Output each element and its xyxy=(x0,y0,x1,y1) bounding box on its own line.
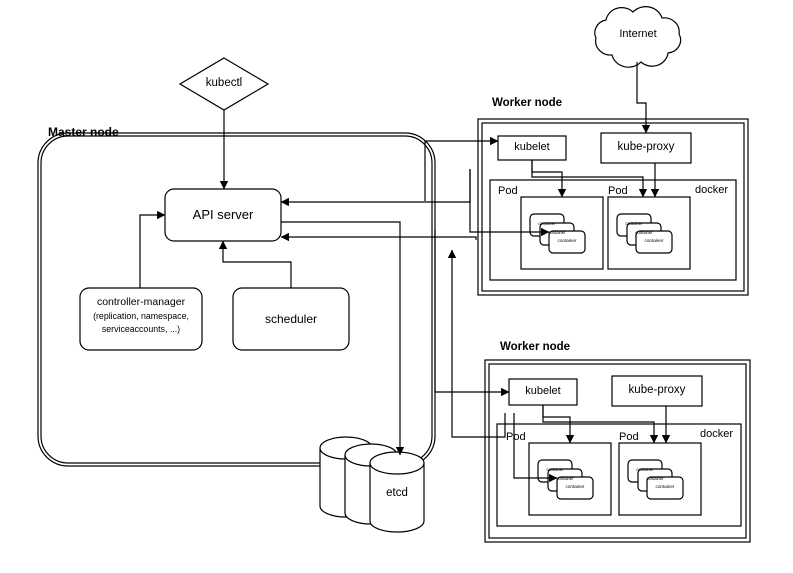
edge-scheduler-to-apiserver xyxy=(218,240,292,288)
etcd-cylinders xyxy=(319,436,425,533)
edge-apiserver-to-kubelet-1 xyxy=(424,136,499,201)
edge-kubelet-1-to-pod-2 xyxy=(531,160,648,198)
edge-kubelet-2-loop-to-container xyxy=(513,413,558,483)
worker-2-kubelet-box xyxy=(508,378,578,406)
edge-controller-manager-to-apiserver xyxy=(139,210,166,288)
scheduler-box xyxy=(232,287,350,351)
internet-cloud-shape xyxy=(594,6,682,68)
worker-1-pod-1-containers xyxy=(529,213,586,254)
edge-worker-1-to-apiserver xyxy=(280,232,477,242)
edge-apiserver-to-etcd xyxy=(281,221,405,456)
edge-kubelet-2-to-pod-2 xyxy=(542,405,659,444)
edge-worker-1-loop-to-container xyxy=(469,169,550,237)
api-server-box xyxy=(164,188,282,242)
kubectl-shape xyxy=(178,57,270,111)
worker-2-kube-proxy-box xyxy=(611,375,703,407)
edge-worker-2-to-apiserver xyxy=(447,249,506,438)
worker-1-pod-2-containers xyxy=(616,213,673,254)
edge-internet-to-kube-proxy-1 xyxy=(636,62,651,134)
controller-manager-box xyxy=(79,287,203,351)
edge-apiserver-to-kubelet-2 xyxy=(434,230,510,397)
worker-2-pod-2-containers xyxy=(627,459,684,500)
worker-2-pod-1-containers xyxy=(537,459,594,500)
worker-1-kube-proxy-box xyxy=(600,132,692,164)
worker-1-kubelet-box xyxy=(497,135,567,161)
